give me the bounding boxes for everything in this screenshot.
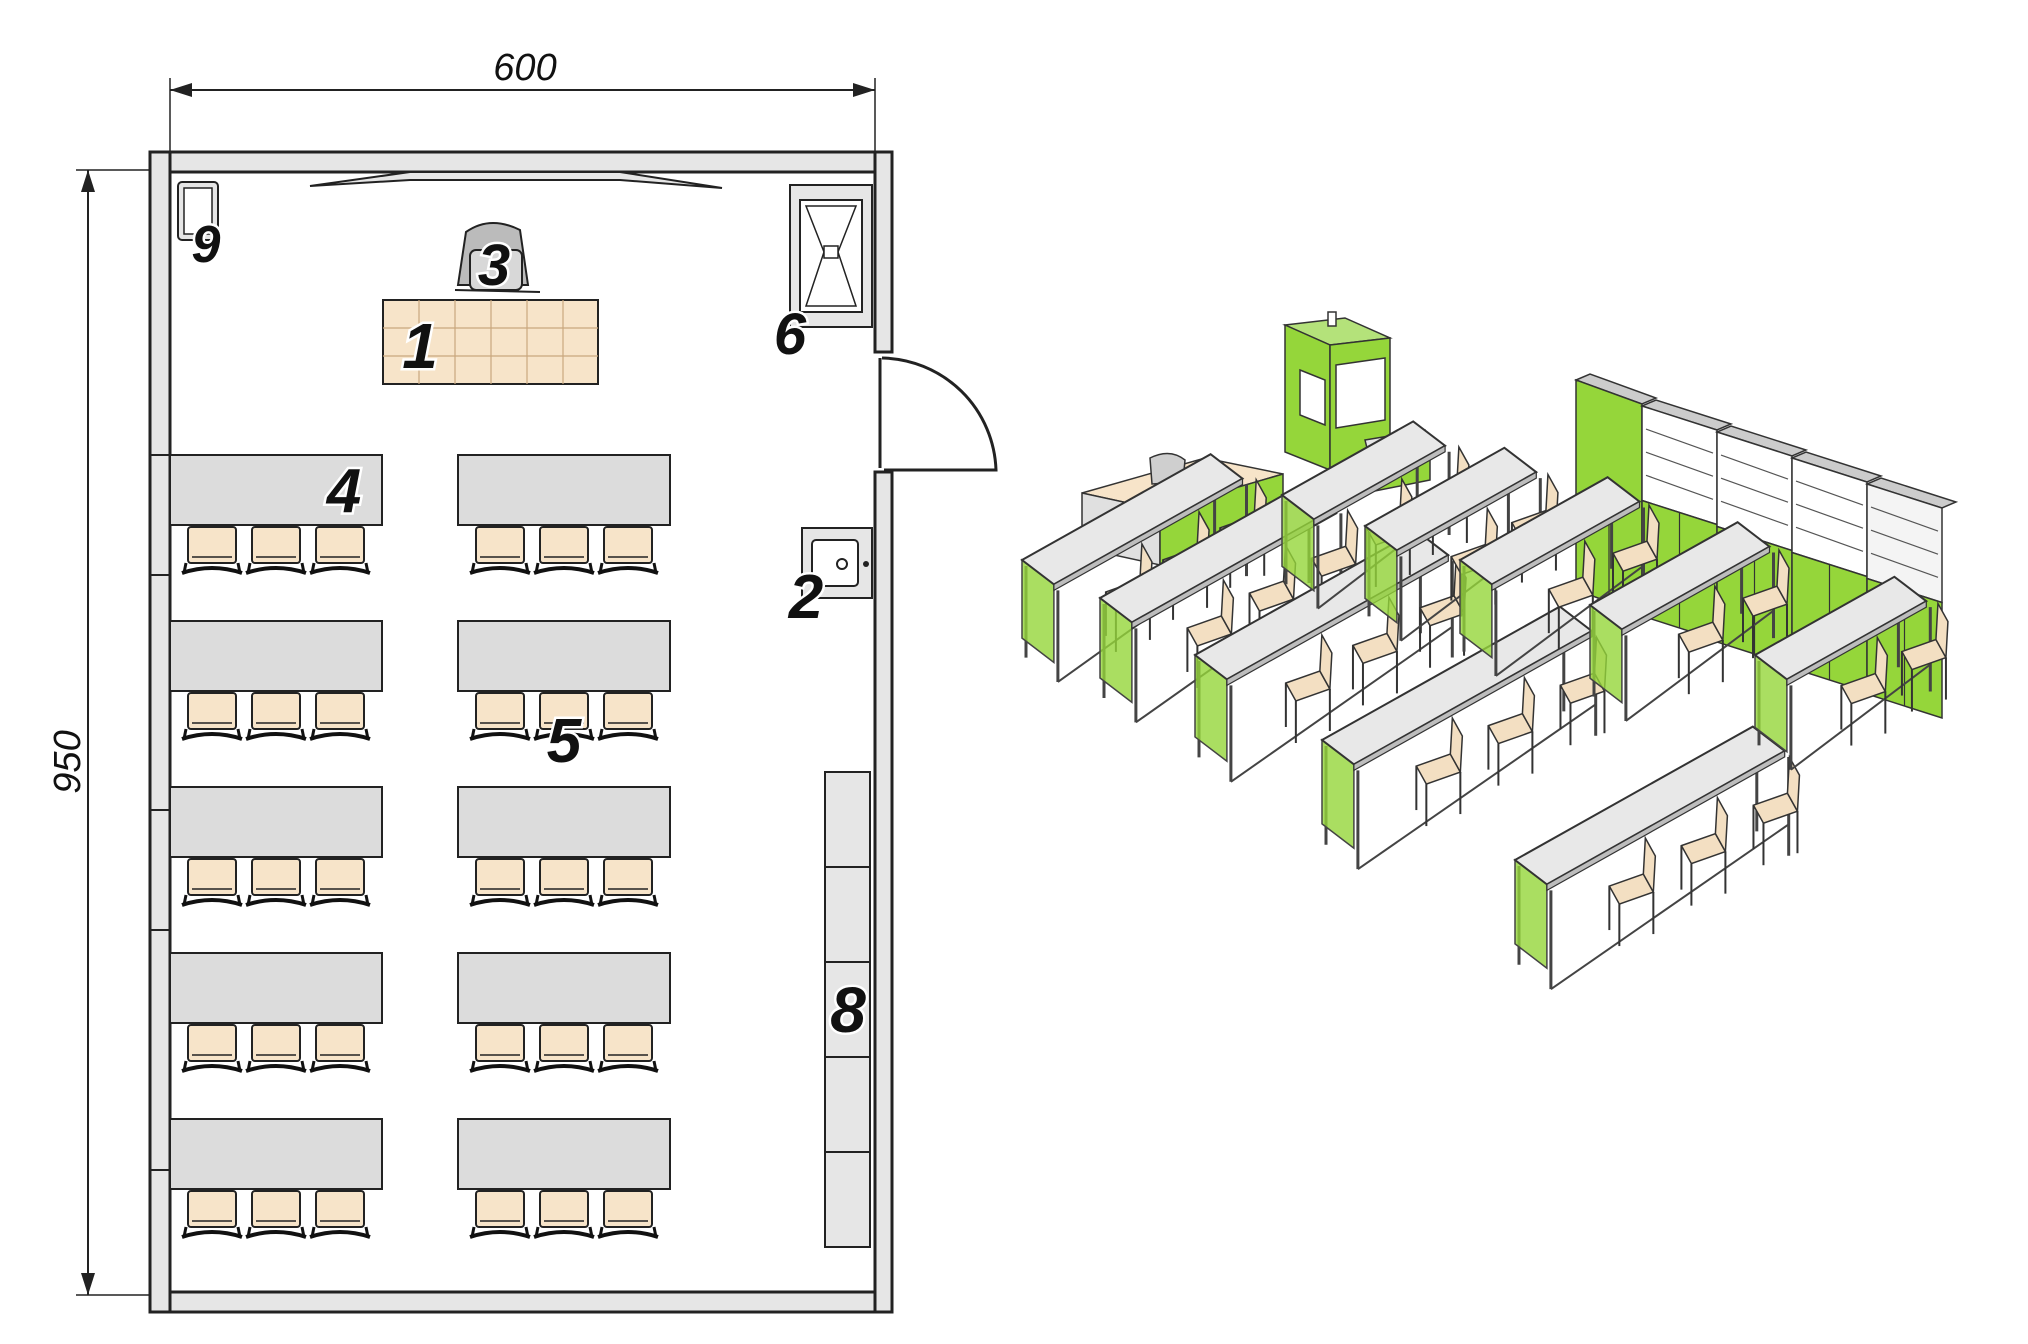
dimension-width-label: 600 xyxy=(493,47,556,89)
teacher-chair: 3 xyxy=(454,222,541,301)
label-6: 6 xyxy=(774,302,807,367)
sink: 2 xyxy=(785,527,873,635)
iso-chair xyxy=(1752,756,1801,867)
student-chair xyxy=(596,525,660,575)
student-chair xyxy=(468,691,532,741)
iso-chair xyxy=(1415,717,1464,828)
dimension-width: 600 xyxy=(169,47,876,340)
student-chair xyxy=(308,1023,372,1073)
student-chair xyxy=(308,1189,372,1239)
iso-student-tables xyxy=(1020,420,1949,990)
floor-plan: 600 950 xyxy=(47,47,998,1314)
student-chair xyxy=(596,1189,660,1239)
student-chair xyxy=(180,691,244,741)
student-chair xyxy=(468,857,532,907)
student-chair xyxy=(596,1023,660,1073)
student-chair xyxy=(468,525,532,575)
student-chair xyxy=(308,525,372,575)
label-5: 5 xyxy=(547,707,583,776)
student-chair xyxy=(244,525,308,575)
teacher-desk: 1 xyxy=(382,299,599,385)
student-desk-unit xyxy=(169,1118,383,1239)
student-desk-unit xyxy=(457,786,671,907)
isometric-view xyxy=(1020,311,1959,990)
student-chair xyxy=(532,857,596,907)
student-chair xyxy=(180,525,244,575)
student-desk-unit xyxy=(457,952,671,1073)
label-1: 1 xyxy=(402,310,438,382)
student-desk-unit xyxy=(169,620,383,741)
iso-student-table xyxy=(1020,453,1268,683)
student-chair xyxy=(244,1023,308,1073)
student-chair xyxy=(180,1023,244,1073)
storage-cabinets: 8 xyxy=(824,771,871,1248)
student-desks xyxy=(169,454,671,1239)
label-9: 9 xyxy=(192,216,221,274)
student-chair xyxy=(468,1023,532,1073)
student-chair xyxy=(532,1189,596,1239)
dimension-height-label: 950 xyxy=(47,730,89,793)
student-chair xyxy=(596,857,660,907)
student-chair xyxy=(308,691,372,741)
wall-unit: 9 xyxy=(177,181,223,277)
student-desk-unit xyxy=(457,454,671,575)
student-desk-unit xyxy=(169,454,383,575)
student-chair xyxy=(308,857,372,907)
label-4: 4 xyxy=(325,457,361,526)
blackboard xyxy=(309,171,723,189)
iso-student-table xyxy=(1588,521,1790,722)
student-chair xyxy=(468,1189,532,1239)
student-chair xyxy=(244,1189,308,1239)
iso-chair xyxy=(1419,558,1468,669)
student-desk-unit xyxy=(169,952,383,1073)
label-2: 2 xyxy=(788,563,823,632)
student-desk-unit xyxy=(169,786,383,907)
label-8: 8 xyxy=(830,974,866,1046)
door xyxy=(878,356,998,472)
iso-chair xyxy=(1608,837,1657,948)
student-desk-unit xyxy=(457,1118,671,1239)
iso-chair xyxy=(1680,796,1729,907)
iso-chair xyxy=(1487,676,1536,787)
iso-student-table xyxy=(1458,476,1660,677)
student-chair xyxy=(180,857,244,907)
student-chair xyxy=(532,525,596,575)
label-3: 3 xyxy=(478,233,510,298)
room-walls xyxy=(148,150,894,1314)
student-chair xyxy=(244,691,308,741)
dimension-height: 950 xyxy=(47,169,155,1296)
student-chair xyxy=(244,857,308,907)
iso-student-table xyxy=(1513,725,1801,990)
student-chair xyxy=(532,1023,596,1073)
student-chair xyxy=(180,1189,244,1239)
iso-student-table xyxy=(1280,420,1470,610)
student-desk-unit xyxy=(457,620,671,741)
iso-student-table xyxy=(1753,575,1949,771)
fume-hood: 6 xyxy=(771,184,873,370)
windows xyxy=(150,454,170,1171)
student-chair xyxy=(596,691,660,741)
